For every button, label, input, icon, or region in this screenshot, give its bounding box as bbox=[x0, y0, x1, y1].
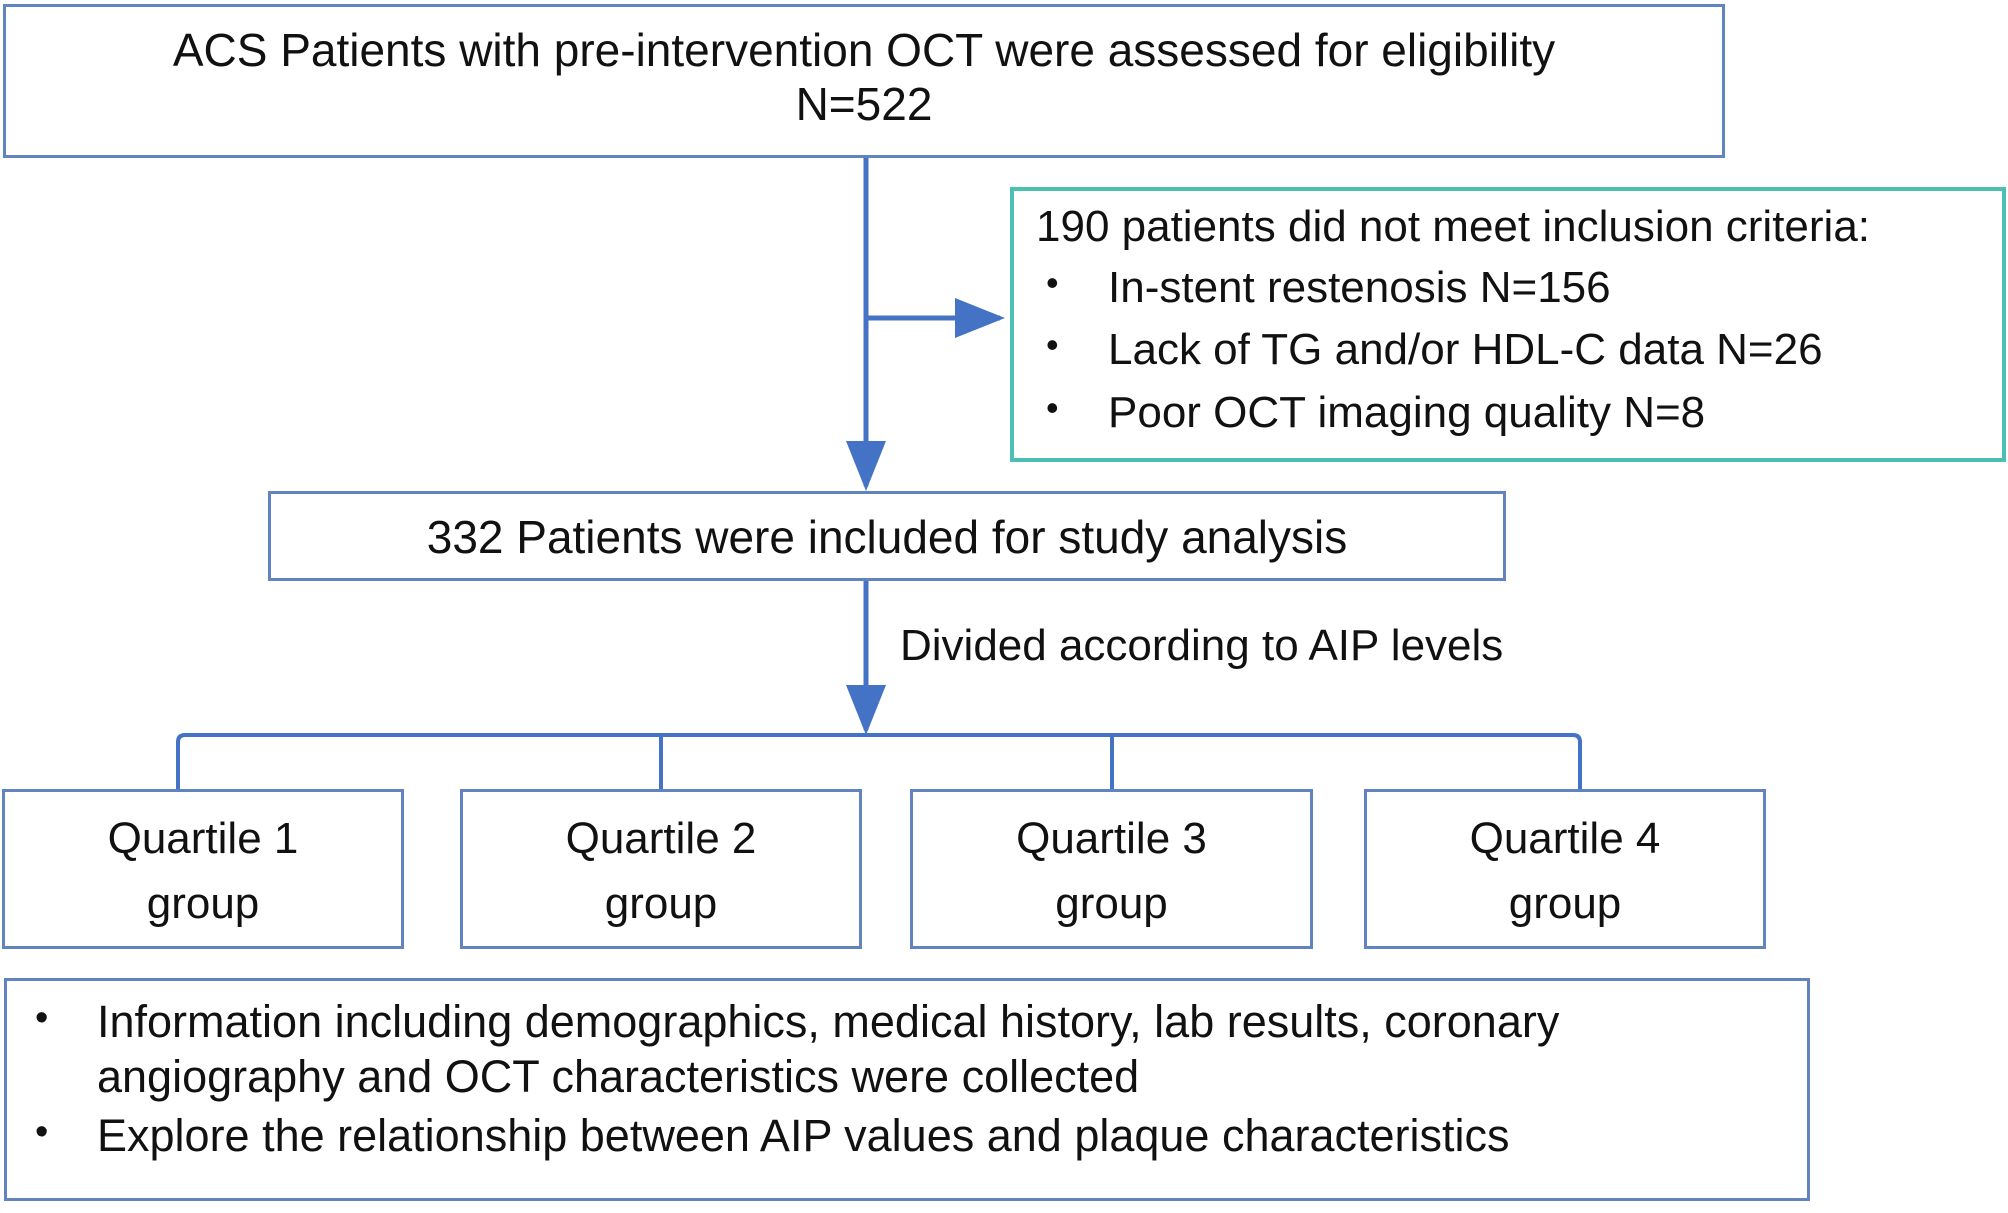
node-included-patients: 332 Patients were included for study ana… bbox=[268, 491, 1506, 581]
summary-bullet-item: Explore the relationship between AIP val… bbox=[21, 1109, 1793, 1164]
node-eligibility-text: ACS Patients with pre-intervention OCT w… bbox=[172, 24, 1556, 131]
divided-by-aip-label: Divided according to AIP levels bbox=[900, 621, 1504, 670]
quartile-2-label: Quartile 2 group bbox=[565, 814, 757, 929]
exclusion-reason-item: Lack of TG and/or HDL-C data N=26 bbox=[1036, 319, 1992, 381]
exclusion-title: 190 patients did not meet inclusion crit… bbox=[1036, 202, 1871, 251]
summary-bullet-list: Information including demographics, medi… bbox=[21, 995, 1793, 1168]
node-quartile-4-group: Quartile 4 group bbox=[1364, 789, 1766, 949]
node-quartile-3-group: Quartile 3 group bbox=[910, 789, 1313, 949]
summary-bullet-item: Information including demographics, medi… bbox=[21, 995, 1793, 1105]
connector-quartile-bracket bbox=[176, 733, 1582, 789]
node-quartile-2-group: Quartile 2 group bbox=[460, 789, 862, 949]
exclusion-reason-item: Poor OCT imaging quality N=8 bbox=[1036, 382, 1992, 444]
node-quartile-1-group: Quartile 1 group bbox=[2, 789, 404, 949]
exclusion-reason-list: In-stent restenosis N=156 Lack of TG and… bbox=[1036, 257, 1992, 444]
quartile-1-label: Quartile 1 group bbox=[107, 814, 299, 929]
node-included-text: 332 Patients were included for study ana… bbox=[426, 511, 1348, 563]
node-exclusion-criteria: 190 patients did not meet inclusion crit… bbox=[1010, 187, 2006, 462]
node-eligibility: ACS Patients with pre-intervention OCT w… bbox=[3, 4, 1725, 158]
quartile-4-label: Quartile 4 group bbox=[1469, 814, 1661, 929]
quartile-3-label: Quartile 3 group bbox=[1016, 814, 1207, 929]
node-study-outputs: Information including demographics, medi… bbox=[4, 978, 1810, 1201]
exclusion-reason-item: In-stent restenosis N=156 bbox=[1036, 257, 1992, 319]
